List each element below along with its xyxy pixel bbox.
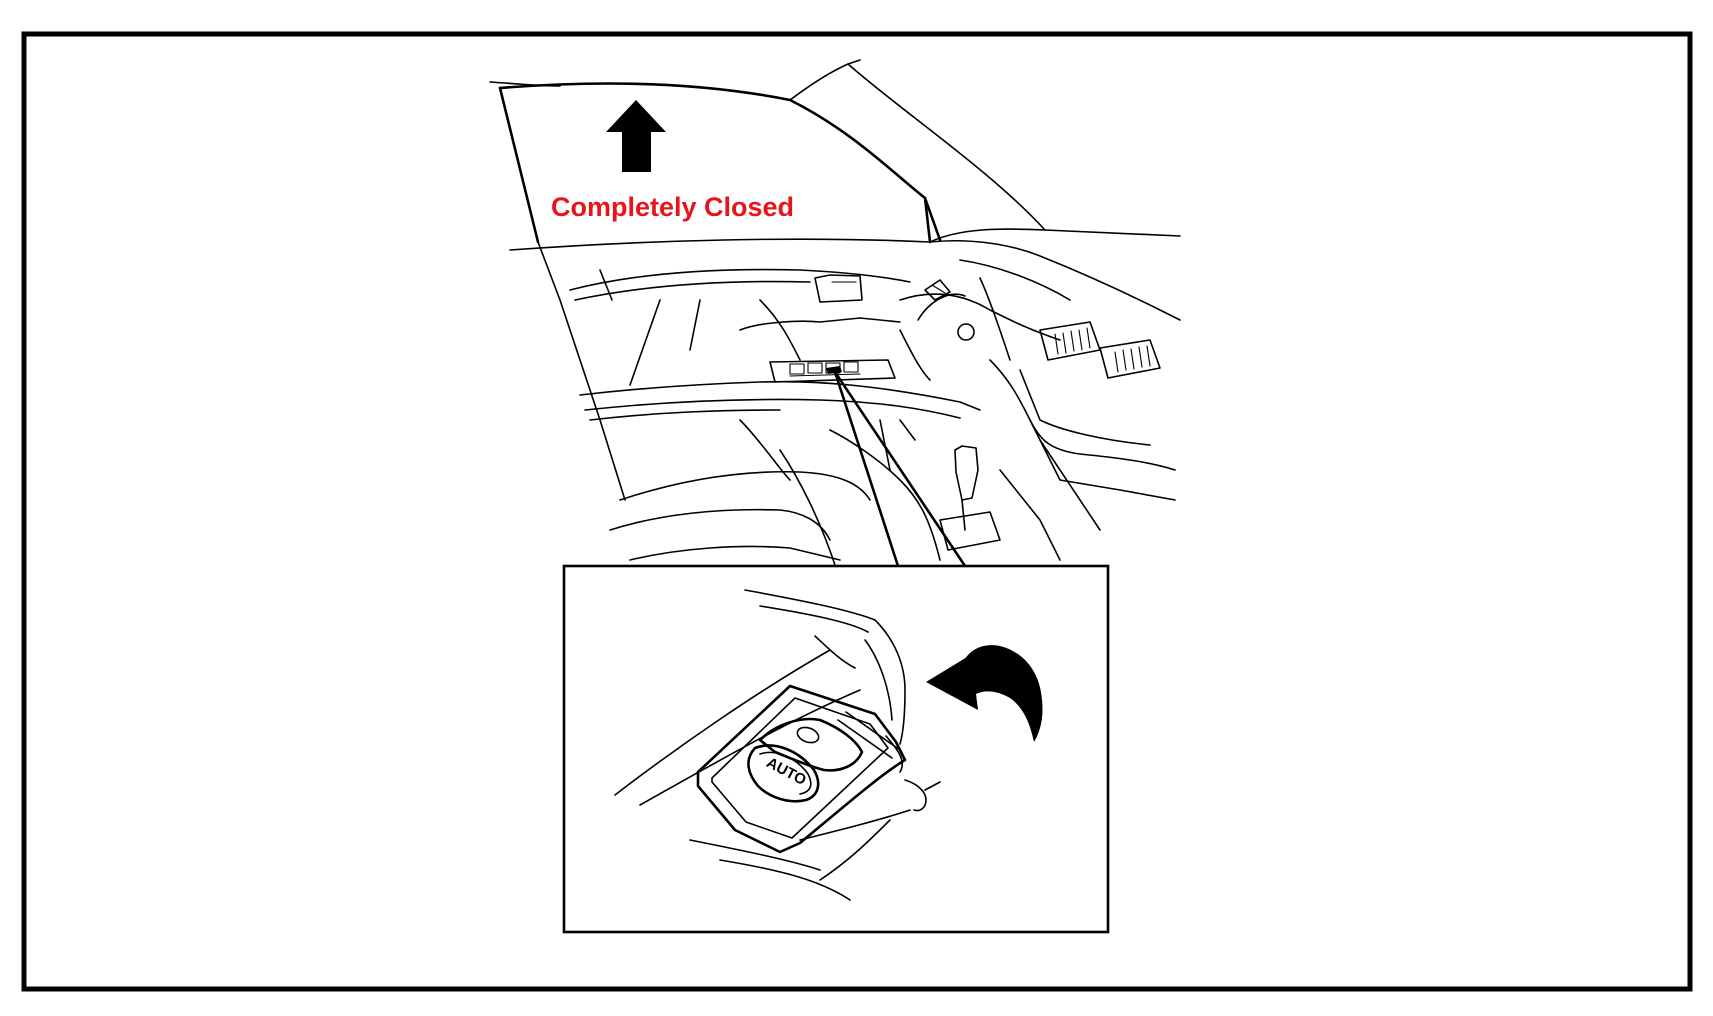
window-glass-rear-edge [923,196,932,244]
window-glass-front-edge [498,86,540,244]
door-handle [814,274,863,303]
completely-closed-label: Completely Closed [551,192,794,222]
gear-shifter [939,445,1001,551]
callout-line-right [833,370,967,568]
curved-arrow-icon [926,645,1043,742]
switch-housing [696,684,907,854]
callout-line-left [833,370,900,568]
detail-inset-frame [562,564,1110,934]
car-door-illustration [489,59,1181,566]
switch-window-button [758,717,864,772]
center-vents [1039,321,1161,379]
arrow-up-icon [606,100,666,172]
window-glass-top [498,82,942,242]
switch-auto-button [747,744,820,803]
switch-cluster [769,359,896,383]
